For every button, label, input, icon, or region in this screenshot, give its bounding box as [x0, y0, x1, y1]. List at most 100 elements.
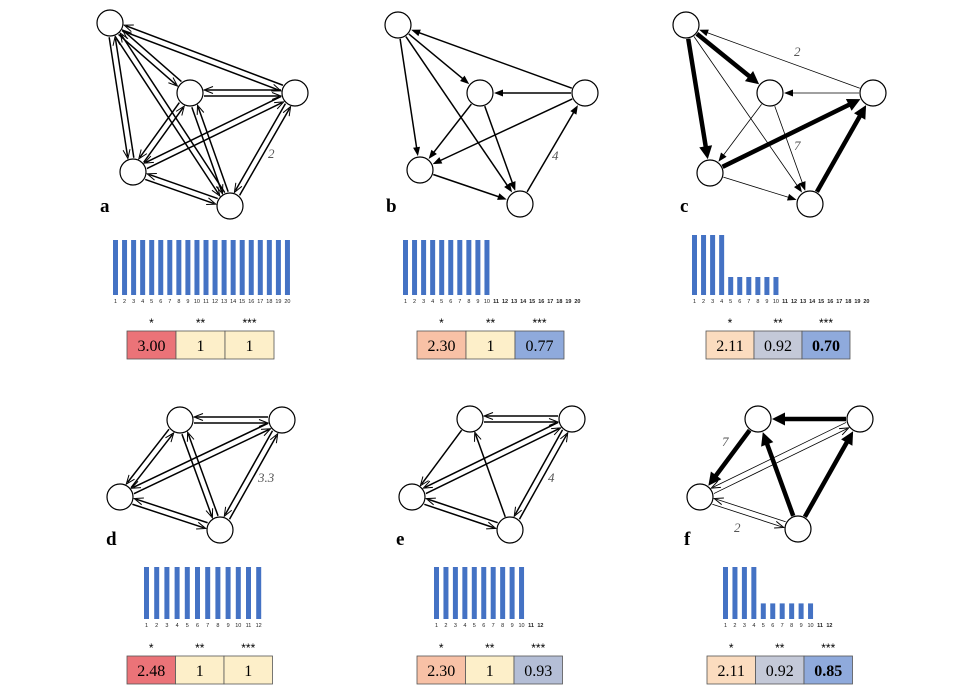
edge-line [108, 37, 129, 157]
edge-arrowhead [419, 476, 429, 487]
score-cell [465, 655, 515, 685]
histogram-tick-label: 11 [203, 299, 209, 305]
histogram-bar [194, 240, 200, 295]
score-header: *** [821, 641, 835, 655]
histogram-tick-label: 10 [235, 623, 241, 629]
edge-weight-label: 7 [722, 434, 729, 449]
histogram-tick-label: 3 [454, 623, 457, 629]
score-cell [706, 655, 756, 685]
histogram-tick-label: 4 [720, 299, 723, 305]
histogram-tick-label: 1 [145, 623, 148, 629]
score-cell [705, 330, 755, 360]
edge-line [238, 107, 291, 196]
histogram-bar [205, 567, 211, 619]
score-value: 3.00 [138, 338, 166, 355]
histogram-bar [741, 567, 747, 619]
histogram-tick-label: 12 [537, 623, 543, 629]
histogram-bar [434, 567, 439, 619]
edge-line [712, 503, 782, 528]
network-nodes-c [672, 11, 887, 218]
histogram-tick-label: 19 [565, 299, 571, 305]
edge-arrowhead [841, 431, 854, 446]
edge-line [721, 101, 852, 169]
score-value: 0.92 [766, 663, 794, 680]
histogram-tick-label: 17 [547, 299, 553, 305]
edge-line [716, 498, 786, 523]
edge-line [126, 428, 170, 483]
edge-arrowhead [784, 89, 793, 97]
panel-label: b [386, 196, 397, 217]
edge-arrowhead [710, 480, 721, 489]
histogram-tick-label: 15 [529, 299, 535, 305]
edge-weight-label: 2 [268, 146, 275, 161]
histogram-bar [462, 567, 468, 619]
edge-arrowhead [744, 70, 760, 85]
histogram-bar [443, 567, 449, 619]
node [496, 516, 524, 544]
histogram-bar [144, 567, 149, 619]
edge-arrowhead [548, 418, 560, 426]
edge-line [224, 430, 274, 515]
histogram-tick-label: 8 [467, 299, 470, 305]
edge-arrowhead [130, 480, 142, 489]
edge-arrowhead [411, 29, 421, 37]
score-cell [514, 330, 565, 360]
histogram-bar [176, 240, 182, 295]
histogram-bar [500, 567, 506, 619]
edge-arrowhead [494, 89, 503, 97]
score-cell [753, 330, 803, 360]
histogram-bar [403, 240, 408, 295]
histogram-bar [466, 240, 472, 295]
edge-line [723, 176, 791, 199]
edge-line [424, 421, 559, 488]
edge-arrowhead [845, 99, 861, 111]
histogram-bar [184, 567, 190, 619]
node [571, 79, 599, 107]
histogram-bar [773, 277, 779, 295]
edge-line [114, 38, 135, 158]
histogram-bar [770, 603, 776, 619]
score-value: 0.93 [524, 663, 552, 680]
score-value: 2.30 [428, 338, 456, 355]
score-cell [175, 330, 226, 360]
score-cell [465, 330, 516, 360]
histogram-tick-label: 20 [284, 299, 290, 305]
edge-arrowhead [504, 183, 513, 193]
histogram-tick-label: 10 [194, 299, 200, 305]
score-value: 0.92 [764, 338, 792, 355]
histogram-bar [779, 603, 785, 619]
histogram-tick-label: 15 [239, 299, 245, 305]
histogram-tick-label: 7 [168, 299, 171, 305]
node [176, 79, 204, 107]
node [406, 156, 434, 184]
score-value: 2.11 [718, 663, 745, 680]
histogram-bar [284, 240, 290, 295]
score-value: 2.11 [716, 338, 743, 355]
edge-line [135, 498, 208, 524]
score-header: *** [241, 641, 255, 655]
histogram-tick-label: 8 [756, 299, 759, 305]
score-value: 2.48 [137, 663, 165, 680]
histogram-bar [140, 240, 146, 295]
edge-arrowhead [143, 155, 154, 164]
edge-arrowhead [474, 430, 482, 442]
histogram-tick-label: 4 [431, 299, 434, 305]
histogram-tick-label: 8 [790, 623, 793, 629]
edge-line [121, 30, 280, 91]
score-cell [224, 330, 275, 360]
edge-line [802, 439, 850, 518]
histogram-bar [471, 567, 477, 619]
panel-label: c [680, 196, 688, 217]
edge-arrowhead [119, 31, 129, 43]
edge-arrowhead [718, 152, 727, 162]
edge-arrowhead [794, 183, 803, 193]
histogram-tick-label: 5 [473, 623, 476, 629]
node [756, 79, 784, 107]
node [281, 79, 309, 107]
score-header: *** [532, 316, 546, 330]
histogram-tick-label: 17 [836, 299, 842, 305]
edge-arrowhead [121, 29, 132, 39]
